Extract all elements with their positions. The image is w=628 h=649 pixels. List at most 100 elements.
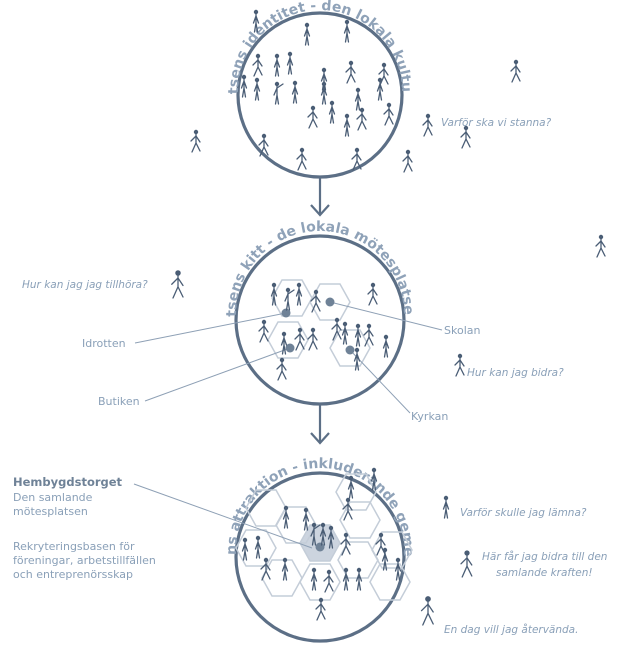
person-head: [381, 62, 387, 68]
person-figure: [307, 327, 318, 351]
person-head: [242, 537, 248, 543]
person-head: [254, 77, 260, 83]
person-figure: [310, 522, 321, 546]
person-body: [307, 331, 318, 351]
person-body: [291, 84, 299, 104]
person-head: [285, 287, 291, 293]
person-figure: [310, 567, 318, 591]
question-contribute-line2: samlande kraften!: [496, 567, 593, 579]
person-figure: [394, 557, 402, 581]
person-figure: [353, 347, 361, 371]
person-figure: [190, 129, 201, 153]
person-body: [302, 511, 310, 531]
person-head: [356, 567, 362, 573]
person-head: [310, 327, 316, 333]
person-body: [343, 23, 351, 43]
question-how-contribute: Hur kan jag bidra?: [467, 367, 564, 379]
person-head: [464, 550, 470, 556]
person-head: [443, 495, 449, 501]
person-head: [310, 105, 316, 111]
person-figure: [240, 74, 248, 98]
person-head: [263, 557, 269, 563]
place-dot-hembygdstorget: [315, 542, 325, 552]
person-body: [171, 274, 184, 299]
person-body: [295, 286, 303, 306]
person-head: [287, 51, 293, 57]
person-figure: [381, 547, 389, 571]
person-head: [304, 22, 310, 28]
person-body: [383, 106, 394, 126]
person-figure: [241, 537, 249, 561]
person-figure: [323, 569, 334, 593]
person-body: [363, 327, 374, 347]
person-figure: [270, 282, 278, 306]
person-head: [425, 113, 431, 119]
place-dot-kyrkan: [345, 345, 355, 355]
person-head: [342, 321, 348, 327]
label-kyrkan: Kyrkan: [411, 410, 448, 423]
person-figure: [252, 9, 260, 33]
person-body: [310, 571, 318, 591]
person-figure: [402, 149, 413, 173]
person-body: [394, 561, 402, 581]
label-skolan: Skolan: [444, 324, 480, 337]
person-head: [261, 319, 267, 325]
person-body: [353, 351, 361, 371]
person-head: [354, 347, 360, 353]
person-body: [286, 55, 294, 75]
circle-identity: [236, 11, 404, 179]
person-head: [457, 353, 463, 359]
person-body: [370, 471, 378, 491]
person-body: [310, 524, 321, 546]
person-head: [343, 567, 349, 573]
person-body: [354, 327, 362, 347]
person-head: [345, 497, 351, 503]
person-figure: [303, 22, 311, 46]
person-figure: [281, 557, 289, 581]
person-head: [382, 547, 388, 553]
person-body: [460, 554, 473, 578]
person-head: [329, 100, 335, 106]
person-head: [261, 133, 267, 139]
person-body: [420, 600, 434, 626]
person-figure: [320, 81, 328, 105]
person-body: [347, 479, 355, 499]
person-body: [310, 293, 321, 313]
person-body: [252, 13, 260, 33]
person-head: [318, 597, 324, 603]
label-idrotten: Idrotten: [82, 337, 126, 350]
side-note-line3: Rekryteringsbasen för: [13, 540, 135, 553]
person-head: [279, 357, 285, 363]
person-figure: [310, 289, 321, 313]
person-figure: [454, 353, 465, 377]
person-figure: [356, 107, 367, 131]
person-figure: [294, 327, 305, 351]
person-body: [381, 551, 389, 571]
label-butiken: Butiken: [98, 395, 140, 408]
person-body: [276, 361, 287, 381]
side-note-title: Hembygdstorget: [13, 475, 123, 489]
person-figure: [595, 234, 606, 258]
person-body: [252, 57, 263, 77]
person-body: [282, 509, 290, 529]
person-head: [271, 282, 277, 288]
person-body: [296, 151, 307, 171]
person-head: [255, 535, 261, 541]
place-dot-idrotten: [281, 308, 291, 318]
person-head: [326, 569, 332, 575]
person-figure: [315, 597, 326, 621]
person-figure: [343, 19, 351, 43]
question-why-stay: Varför ska vi stanna?: [441, 117, 552, 129]
person-body: [343, 117, 351, 137]
place-dot-butiken: [285, 343, 295, 353]
person-head: [598, 234, 604, 240]
person-body: [355, 571, 363, 591]
person-head: [348, 475, 354, 481]
place-dot-skolan: [325, 297, 335, 307]
person-body: [270, 286, 278, 306]
person-body: [303, 26, 311, 46]
person-head: [281, 331, 287, 337]
person-figure: [253, 77, 261, 101]
person-figure: [420, 596, 434, 626]
